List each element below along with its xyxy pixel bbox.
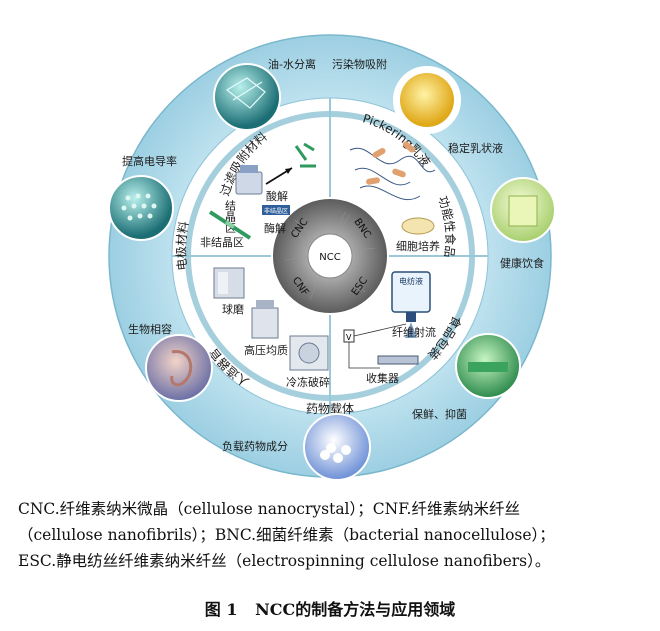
caption-line-1: CNC.纤维素纳米微晶（cellulose nanocrystal）；CNF.纤… [18, 500, 520, 518]
bubble-food-pack [455, 333, 521, 399]
ncc-diagram: NCC CNC BNC ESC CNF 过滤吸附材料 Pickering乳液 功… [108, 34, 556, 481]
svg-text:V: V [346, 333, 352, 342]
noncrystal-label: 非结晶区 [200, 236, 244, 249]
bubble-ear [145, 334, 213, 402]
outer-label-pollutant: 污染物吸附 [332, 57, 387, 71]
outer-label-drug-load: 负载药物成分 [222, 439, 288, 453]
bubble-emulsion [393, 66, 461, 134]
enzyme-label: 酶解 [264, 221, 286, 235]
outer-label-conductivity: 提高电导率 [122, 154, 177, 168]
acid-label: 酸解 [266, 189, 288, 203]
crystal-product-icon [294, 145, 308, 161]
collector-icon [377, 355, 419, 365]
bubble-oil-water [213, 63, 281, 131]
bacteria-fibers-icon [349, 147, 436, 201]
figure-title: 图 1 NCC的制备方法与应用领域 [0, 596, 660, 620]
figure-number: 图 1 [204, 600, 238, 619]
acid-reactor-icon [235, 171, 263, 195]
freeze-label: 冷冻破碎 [286, 375, 330, 389]
culture-label: 细胞培养 [396, 239, 440, 253]
center-label: NCC [319, 252, 340, 263]
center-disc [307, 233, 353, 279]
bubble-drug [303, 413, 371, 481]
bubble-drink [490, 177, 556, 243]
spin-liquid-label: 电纺液 [399, 276, 423, 286]
petri-dish-icon [401, 217, 435, 235]
outer-label-emulsion: 稳定乳状液 [448, 141, 503, 155]
caption-line-2: （cellulose nanofibrils）；BNC.细菌纤维素（bacter… [18, 526, 555, 544]
ball-mill-label: 球磨 [222, 302, 244, 316]
figure-caption: CNC.纤维素纳米微晶（cellulose nanocrystal）；CNF.纤… [18, 496, 648, 574]
figure-title-text: NCC的制备方法与应用领域 [255, 600, 456, 619]
outer-label-biocompat: 生物相容 [128, 322, 172, 336]
homogenize-label: 高压均质 [244, 343, 288, 357]
jet-label: 纤维射流 [392, 325, 436, 339]
bubble-electrode [108, 175, 174, 241]
cnf-process: 球磨 高压均质 冷冻破碎 [213, 267, 330, 389]
bnc-process: 细胞培养 [349, 141, 440, 253]
collector-label: 收集器 [366, 371, 399, 385]
caption-line-3: ESC.静电纺丝纤维素纳米纤丝（electrospinning cellulos… [18, 552, 551, 570]
esc-process: 电纺液 纤维射流 V 收集器 [343, 271, 436, 385]
outer-label-preserve: 保鲜、抑菌 [412, 407, 467, 421]
enzyme-box-label: 非结晶区 [264, 207, 288, 215]
ring-label-drug-carrier: 药物载体 [306, 402, 354, 416]
homogenizer-icon [251, 307, 279, 339]
outer-label-oil-water: 油-水分离 [268, 57, 316, 71]
enzyme-box-icon [262, 205, 290, 215]
cnc-process: 酸解 结晶区 非结晶区 酶解 非结晶区 [200, 142, 316, 249]
outer-label-healthy-drink: 健康饮食 [500, 256, 544, 270]
